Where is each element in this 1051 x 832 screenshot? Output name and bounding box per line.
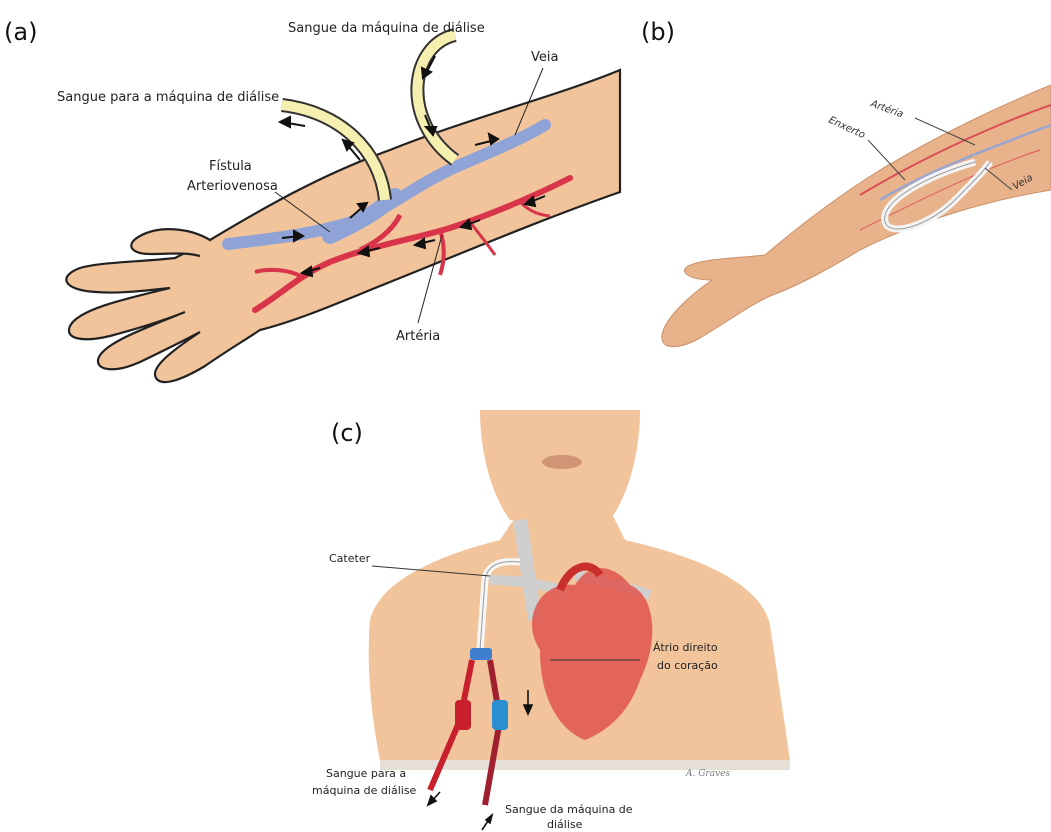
label-artery-a: Artéria — [396, 329, 440, 344]
label-vein-a: Veia — [531, 50, 558, 65]
label-fistula-line2: Arteriovenosa — [187, 179, 278, 194]
label-atrium-line1: Átrio direito — [653, 641, 718, 654]
label-from-machine-c-line2: diálise — [547, 818, 583, 831]
artist-signature: A. Graves — [685, 769, 730, 779]
label-artery-b: Artéria — [868, 97, 905, 120]
panel-a-tag: (a) — [4, 18, 37, 46]
panel-c-tag: (c) — [331, 419, 363, 447]
panel-a: (a) — [4, 18, 620, 382]
panel-b: (b) Artéria Enxerto Veia — [641, 18, 1051, 347]
label-blood-to-machine-a: Sangue para a máquina de diálise — [57, 90, 279, 105]
label-from-machine-c-line1: Sangue da máquina de — [505, 803, 633, 816]
label-blood-from-machine-a: Sangue da máquina de diálise — [288, 21, 485, 36]
thumb-a — [131, 229, 210, 256]
label-catheter: Cateter — [329, 552, 371, 565]
panel-c: (c) Cateter Átrio direito do co — [312, 410, 790, 831]
label-to-machine-c-line2: máquina de diálise — [312, 784, 417, 797]
forearm-b — [662, 85, 1051, 347]
label-fistula-line1: Fístula — [209, 159, 252, 174]
label-graft-b: Enxerto — [827, 115, 867, 141]
label-atrium-line2: do coração — [657, 659, 718, 672]
label-to-machine-c-line1: Sangue para a — [326, 767, 406, 780]
panel-b-tag: (b) — [641, 18, 675, 46]
